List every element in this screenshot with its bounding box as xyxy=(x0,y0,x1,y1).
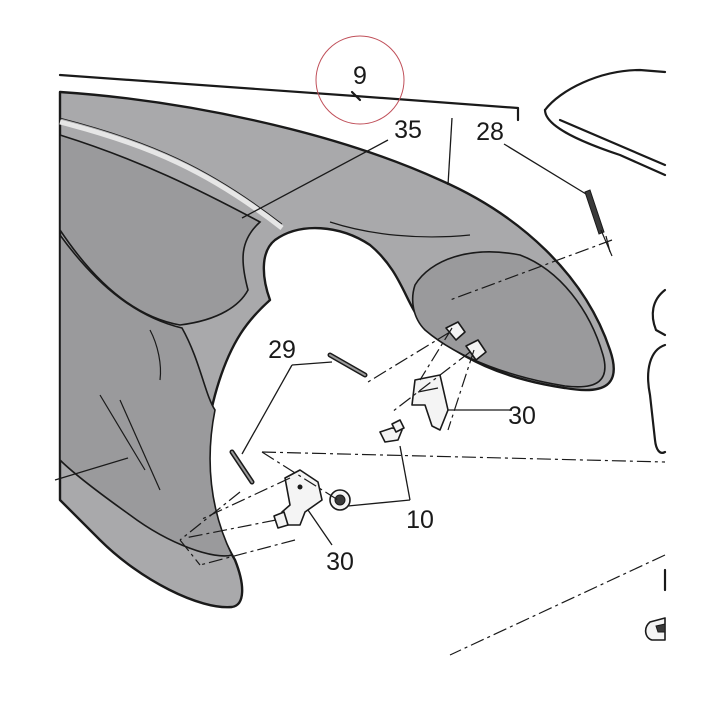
group-bracket xyxy=(58,35,520,125)
decal-part xyxy=(584,189,613,257)
bolt-part xyxy=(379,419,405,443)
callout-cover: 35 xyxy=(394,116,422,144)
tail-cover-shell xyxy=(58,90,615,609)
pin-parts xyxy=(229,352,368,485)
assembly-lines xyxy=(179,239,666,656)
leader-lines xyxy=(54,117,587,546)
callout-decal: 28 xyxy=(476,118,504,146)
callout-group: 9 xyxy=(353,62,367,90)
callout-clip-left: 30 xyxy=(326,548,354,576)
frame-outline xyxy=(644,288,667,641)
seat-outline xyxy=(543,68,667,177)
callout-fastener: 10 xyxy=(406,506,434,534)
cover-sockets xyxy=(445,321,487,361)
callout-clip-right: 30 xyxy=(508,402,536,430)
highlight-circle xyxy=(315,35,405,125)
callout-pin: 29 xyxy=(268,336,296,364)
bracket-clip-right xyxy=(411,374,449,431)
grommet-part xyxy=(329,489,351,511)
